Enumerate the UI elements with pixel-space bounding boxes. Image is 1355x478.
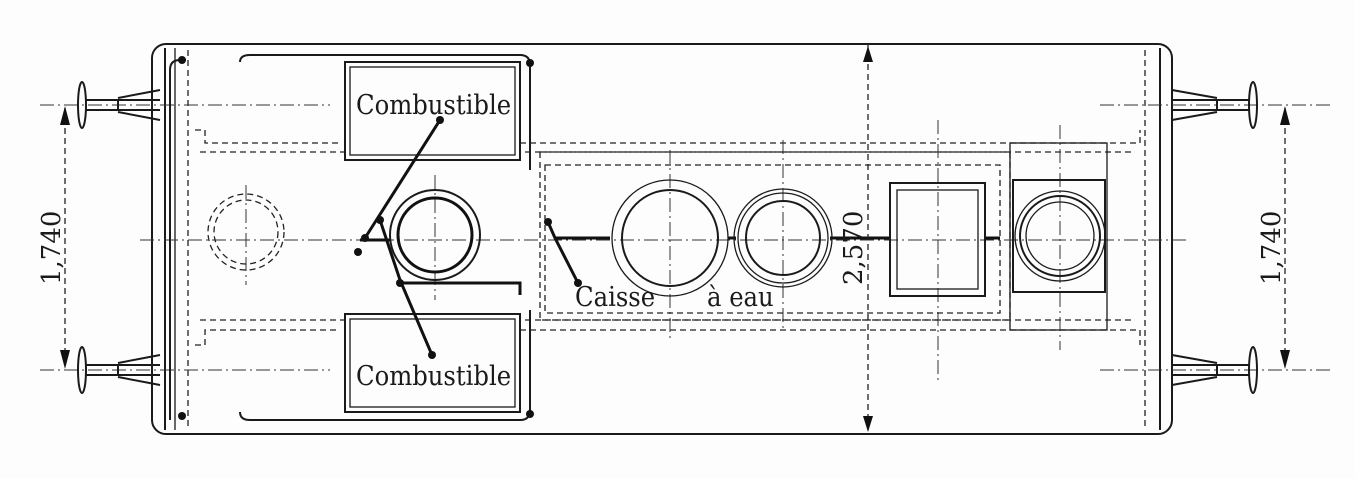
dimension-buffers-left: 1,740	[37, 106, 70, 369]
piping	[354, 116, 1000, 359]
fuel-bunker-top: Combustible	[169, 54, 534, 420]
fuel-bunker-bottom: Combustible	[178, 310, 534, 421]
left-reservoir	[207, 193, 285, 271]
dimension-width: 2,570	[839, 44, 873, 434]
water-tank-label-2: à eau	[707, 282, 774, 313]
body-frame	[151, 43, 1173, 435]
dimension-width-label: 2,570	[839, 211, 869, 285]
dimension-buffers-right-label: 1,740	[1257, 211, 1287, 285]
dimension-buffers-left-label: 1,740	[37, 211, 67, 285]
water-tank-label-1: Caisse	[575, 282, 655, 313]
fuel-label-top: Combustible	[356, 90, 511, 121]
dimension-buffers-right: 1,740	[1257, 106, 1290, 369]
water-tank: Caisse à eau	[539, 151, 1011, 321]
fuel-label-bottom: Combustible	[356, 361, 511, 392]
buffers	[77, 81, 1258, 394]
cab-equipment	[889, 142, 1108, 331]
center-lines	[40, 104, 1330, 380]
